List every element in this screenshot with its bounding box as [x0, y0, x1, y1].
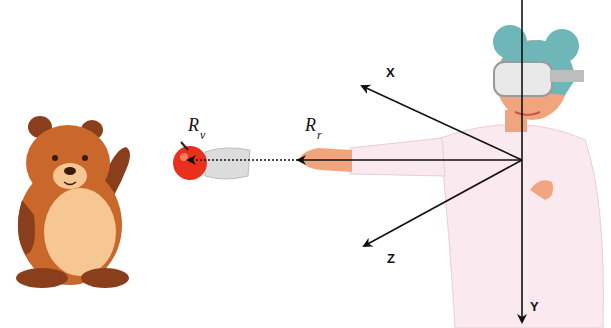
- axis-label: Y: [530, 300, 539, 313]
- ray-symbol: R: [188, 116, 199, 134]
- ray-symbol: R: [305, 116, 316, 134]
- bear: [16, 116, 130, 288]
- ray-subscript: r: [317, 129, 322, 141]
- girl-with-headset: [300, 25, 603, 328]
- virtual-hand: [173, 142, 250, 180]
- axis-label: X: [386, 66, 395, 79]
- coordinate-axes: [188, 0, 522, 322]
- ray-subscript: v: [200, 129, 205, 141]
- axis-label: Z: [387, 252, 395, 265]
